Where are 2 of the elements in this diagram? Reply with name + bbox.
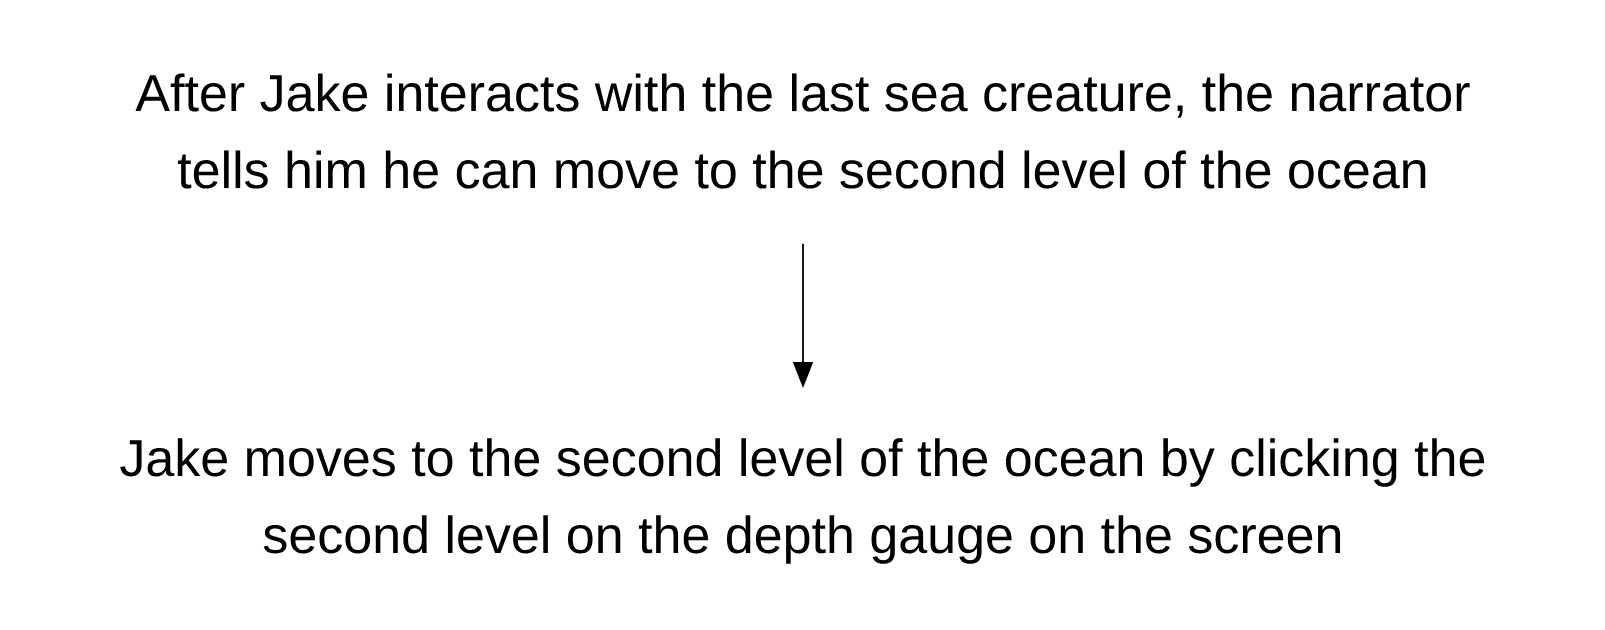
step-text: After Jake interacts with the last sea creature, the narrator tells him he can move to the second level of the ocean	[135, 73, 1470, 189]
step-text: Jake moves to the second level of the ocean by clicking the second level on the depth gauge on the screen	[120, 438, 1485, 564]
